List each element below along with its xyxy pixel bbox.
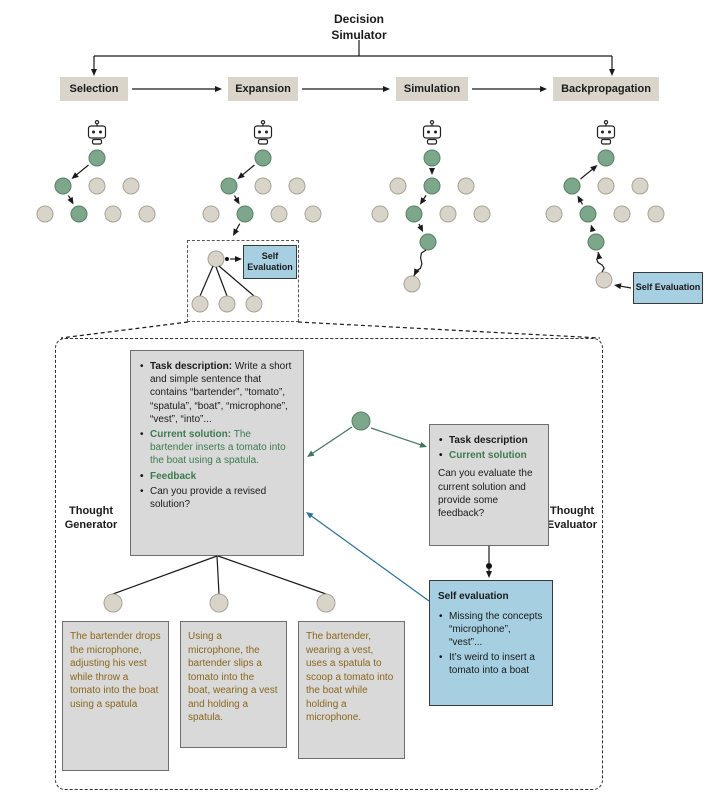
expansion-tree xyxy=(183,118,343,300)
backpropagation-tree xyxy=(526,118,686,300)
generator-prompt-box: Task description: Write a short and simp… xyxy=(130,350,304,556)
self-evaluation-result-box: Self evaluation Missing the concepts “mi… xyxy=(429,580,553,706)
evaluator-prompt-box: Task description Current solution Can yo… xyxy=(429,424,549,546)
candidate-solution-2: Using a microphone, the bartender slips … xyxy=(180,621,287,748)
thought-evaluator-label: Thought Evaluator xyxy=(546,505,598,532)
stage-backpropagation: Backpropagation xyxy=(553,77,659,101)
selection-tree xyxy=(17,118,177,300)
robot-icon xyxy=(36,120,156,223)
robot-icon xyxy=(202,120,322,236)
current-solution-item: Current solution xyxy=(438,449,540,462)
simulation-tree xyxy=(352,118,512,300)
task-description-item: Task description xyxy=(438,434,540,447)
self-evaluation-point: Missing the concepts “microphone”, “vest… xyxy=(438,610,544,649)
candidate-solution-1: The bartender drops the microphone, adju… xyxy=(62,621,169,771)
task-description-item: Task description: Write a short and simp… xyxy=(139,360,295,426)
robot-icon xyxy=(545,120,665,289)
generator-question-item: Can you provide a revised solution? xyxy=(139,485,295,511)
self-evaluation-title: Self evaluation xyxy=(438,591,509,602)
stage-simulation: Simulation xyxy=(396,77,468,101)
evaluator-question: Can you evaluate the current solution an… xyxy=(438,468,533,519)
expansion-zoom-rect xyxy=(187,240,299,322)
thought-generator-label: Thought Generator xyxy=(64,505,118,532)
robot-icon xyxy=(371,120,491,293)
feedback-item: Feedback xyxy=(139,470,295,483)
current-solution-item: Current solution: The bartender inserts … xyxy=(139,428,295,468)
candidate-solution-3: The bartender, wearing a vest, uses a sp… xyxy=(298,621,405,759)
stage-selection: Selection xyxy=(60,77,128,101)
expansion-self-evaluation-box: Self Evaluation xyxy=(243,245,297,279)
self-evaluation-point: It’s weird to insert a tomato into a boa… xyxy=(438,651,544,677)
stage-expansion: Expansion xyxy=(228,77,298,101)
backpropagation-self-evaluation-box: Self Evaluation xyxy=(633,272,703,304)
figure-title: Decision Simulator xyxy=(331,12,387,42)
